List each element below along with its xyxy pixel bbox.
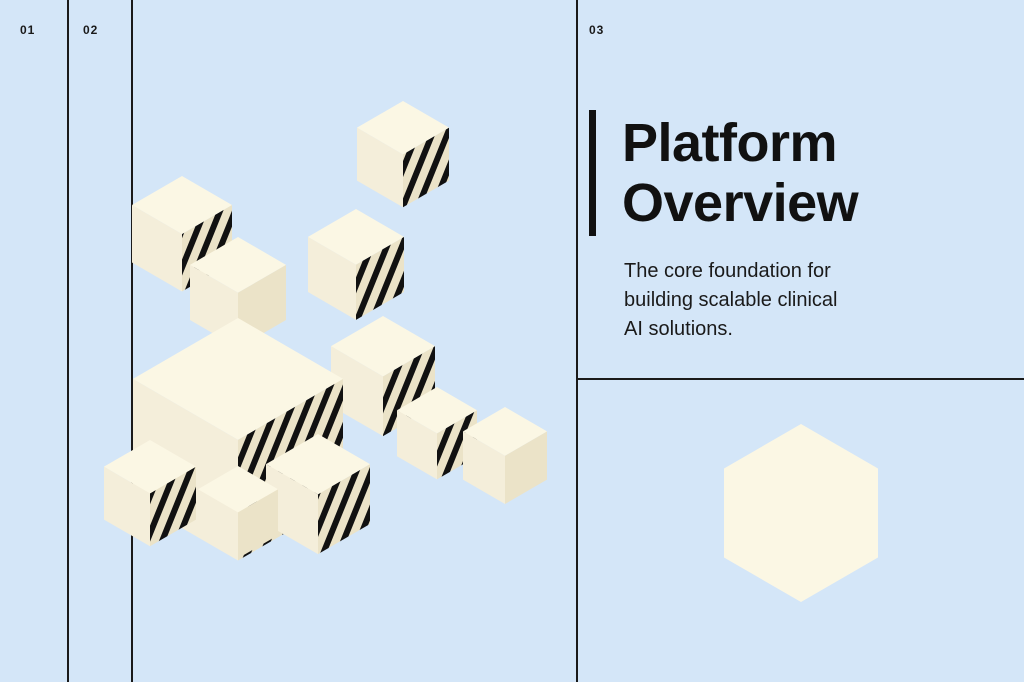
cube xyxy=(331,316,435,437)
cube-left-face xyxy=(357,127,403,208)
hexagon-shape xyxy=(724,424,878,602)
cube-top-face xyxy=(132,176,232,234)
cube-right-face xyxy=(356,236,404,320)
grid-line-horizontal xyxy=(576,378,1024,380)
section-number-02: 02 xyxy=(83,23,99,37)
subtitle-line-3: AI solutions. xyxy=(624,318,733,340)
subtitle-line-2: building scalable clinical xyxy=(624,289,838,311)
cube-right-face xyxy=(238,489,278,559)
cube-right-face xyxy=(150,466,196,547)
cube-left-face xyxy=(132,205,182,292)
cube-right-face xyxy=(383,346,435,437)
cube-left-face xyxy=(331,346,383,437)
cube-right-face xyxy=(437,410,477,480)
cube xyxy=(198,466,278,559)
cube-right-face xyxy=(505,431,547,505)
cube-right-face xyxy=(318,464,370,555)
cube-right-face xyxy=(403,127,449,208)
cube xyxy=(308,209,404,320)
cube-left-face xyxy=(463,431,505,505)
cube xyxy=(266,434,370,555)
cube xyxy=(397,387,477,480)
grid-line-3 xyxy=(576,0,578,682)
subtitle-line-1: The core foundation for xyxy=(624,260,831,282)
page-title: Platform Overview xyxy=(622,113,859,233)
cube-top-face xyxy=(190,237,286,293)
title-accent-bar xyxy=(589,110,596,236)
title-line-2: Overview xyxy=(622,173,859,233)
title-line-1: Platform xyxy=(622,113,838,173)
cube-top-face xyxy=(198,466,278,513)
cube-left-face xyxy=(397,410,437,480)
cube-top-face xyxy=(331,316,435,377)
cube-top-face xyxy=(308,209,404,265)
page-subtitle: The core foundation for building scalabl… xyxy=(624,257,914,344)
cube-cluster-illustration xyxy=(104,101,547,561)
cube-top-face xyxy=(463,407,547,456)
cube-top-face xyxy=(266,434,370,495)
cube-left-face xyxy=(308,236,356,320)
cube xyxy=(357,101,449,208)
cube xyxy=(463,407,547,505)
section-number-01: 01 xyxy=(20,23,36,37)
grid-line-2 xyxy=(131,0,133,682)
cube-left-face xyxy=(198,489,238,559)
cube xyxy=(104,440,196,547)
section-number-03: 03 xyxy=(589,23,605,37)
cube-top-face xyxy=(133,318,343,440)
cube-top-face xyxy=(357,101,449,155)
cube-left-face xyxy=(104,466,150,547)
cube-top-face xyxy=(104,440,196,494)
cube-top-face xyxy=(397,387,477,434)
grid-line-1 xyxy=(67,0,69,682)
cube-left-face xyxy=(266,464,318,555)
